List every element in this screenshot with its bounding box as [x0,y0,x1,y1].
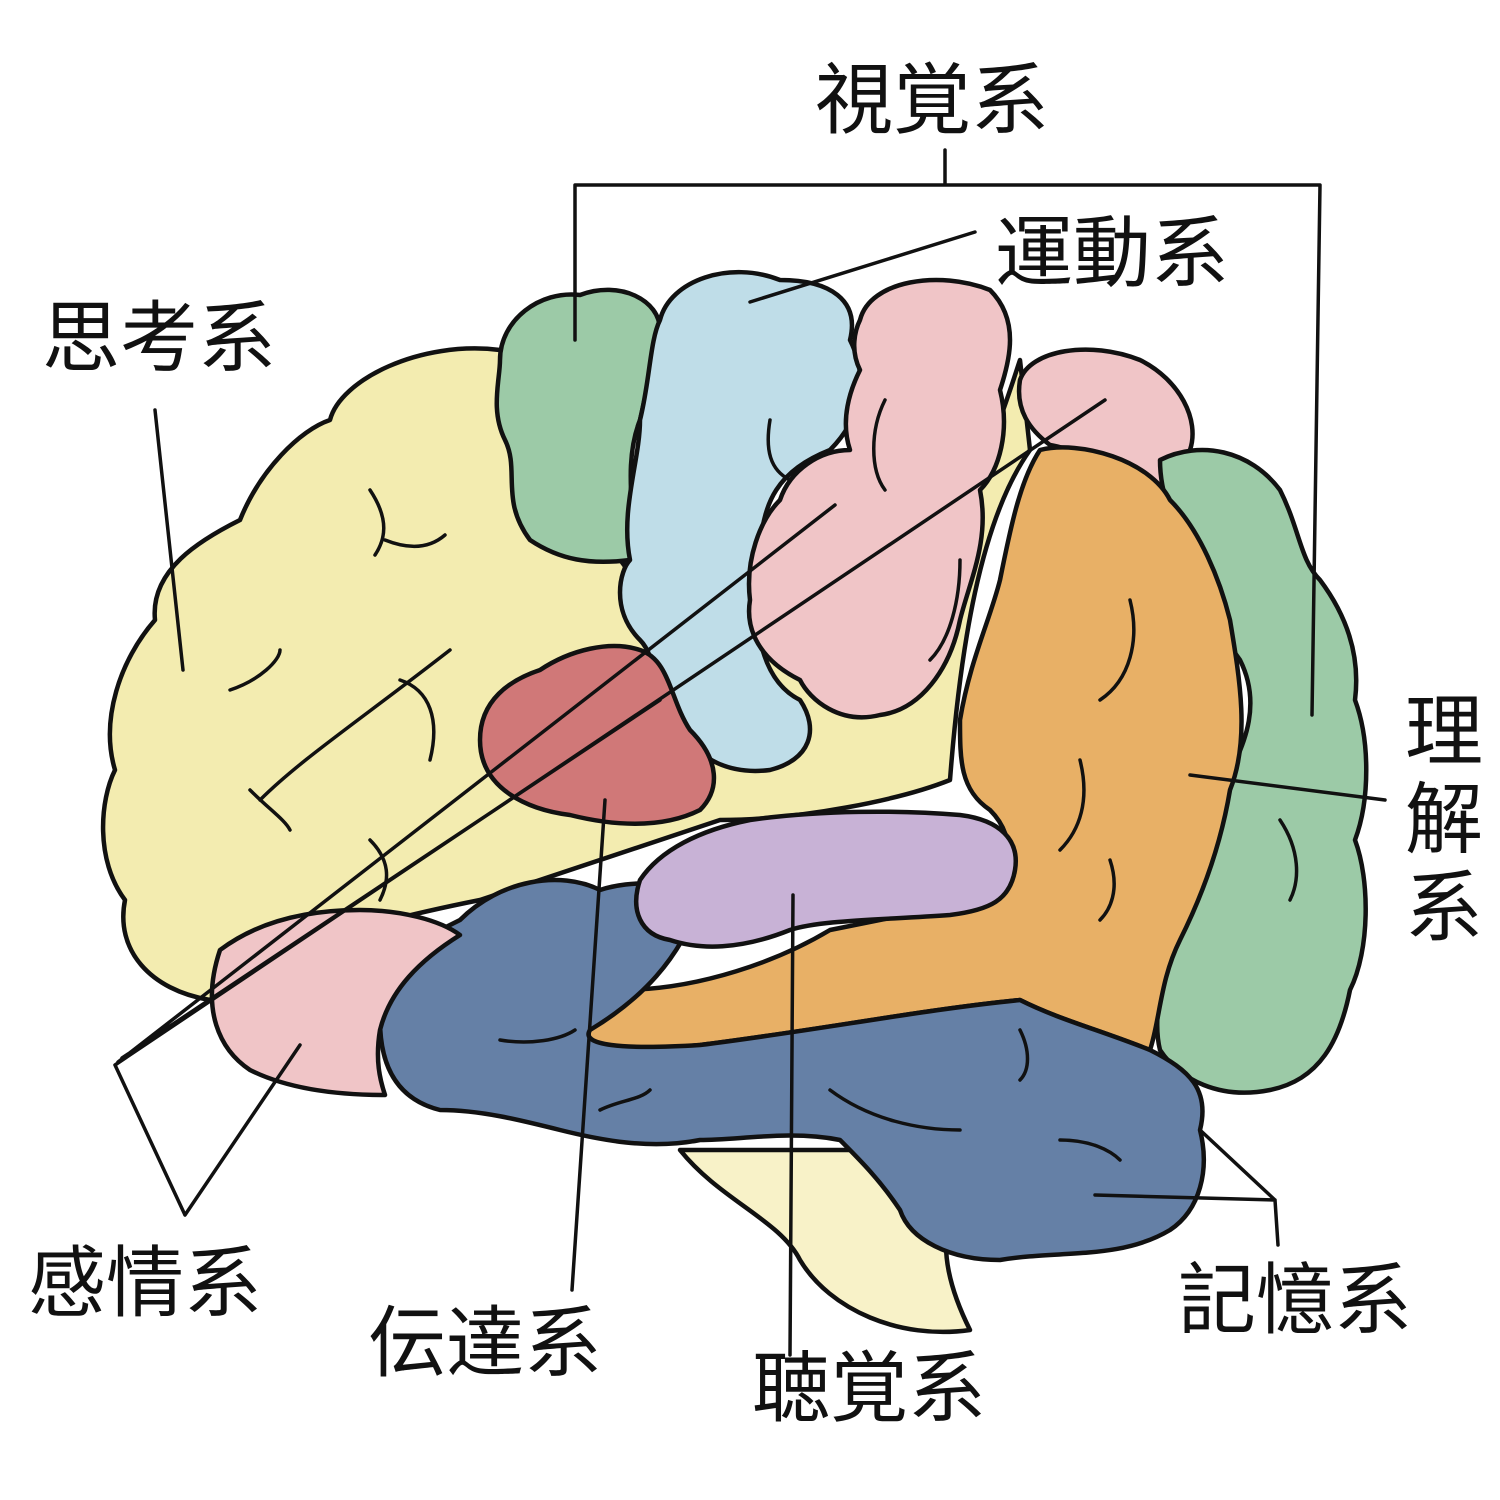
label-thinking: 思考系 [42,294,277,384]
thinking-leader [153,408,185,672]
brain-folds [228,398,1299,1162]
label-hearing: 聴覚系 [752,1344,987,1434]
hearing-region [634,809,1018,949]
label-transmission: 伝達系 [368,1299,603,1389]
memory-leader [1093,1128,1280,1247]
label-emotion: 感情系 [28,1239,263,1329]
transmission-leader [570,798,607,1292]
motor-region-blue [617,270,863,774]
label-motor: 運動系 [995,209,1230,299]
motor-region-pink [746,277,1013,720]
visual-leader [573,148,1322,717]
understanding-leader [1188,773,1387,802]
label-understanding: 理解系 [1392,690,1482,954]
motor-leader [748,230,977,304]
emotion-leader [113,398,1107,1217]
leader-lines [113,148,1387,1357]
label-visual: 視覚系 [815,56,1050,146]
label-memory: 記憶系 [1178,1256,1413,1346]
hearing-leader [788,893,795,1357]
